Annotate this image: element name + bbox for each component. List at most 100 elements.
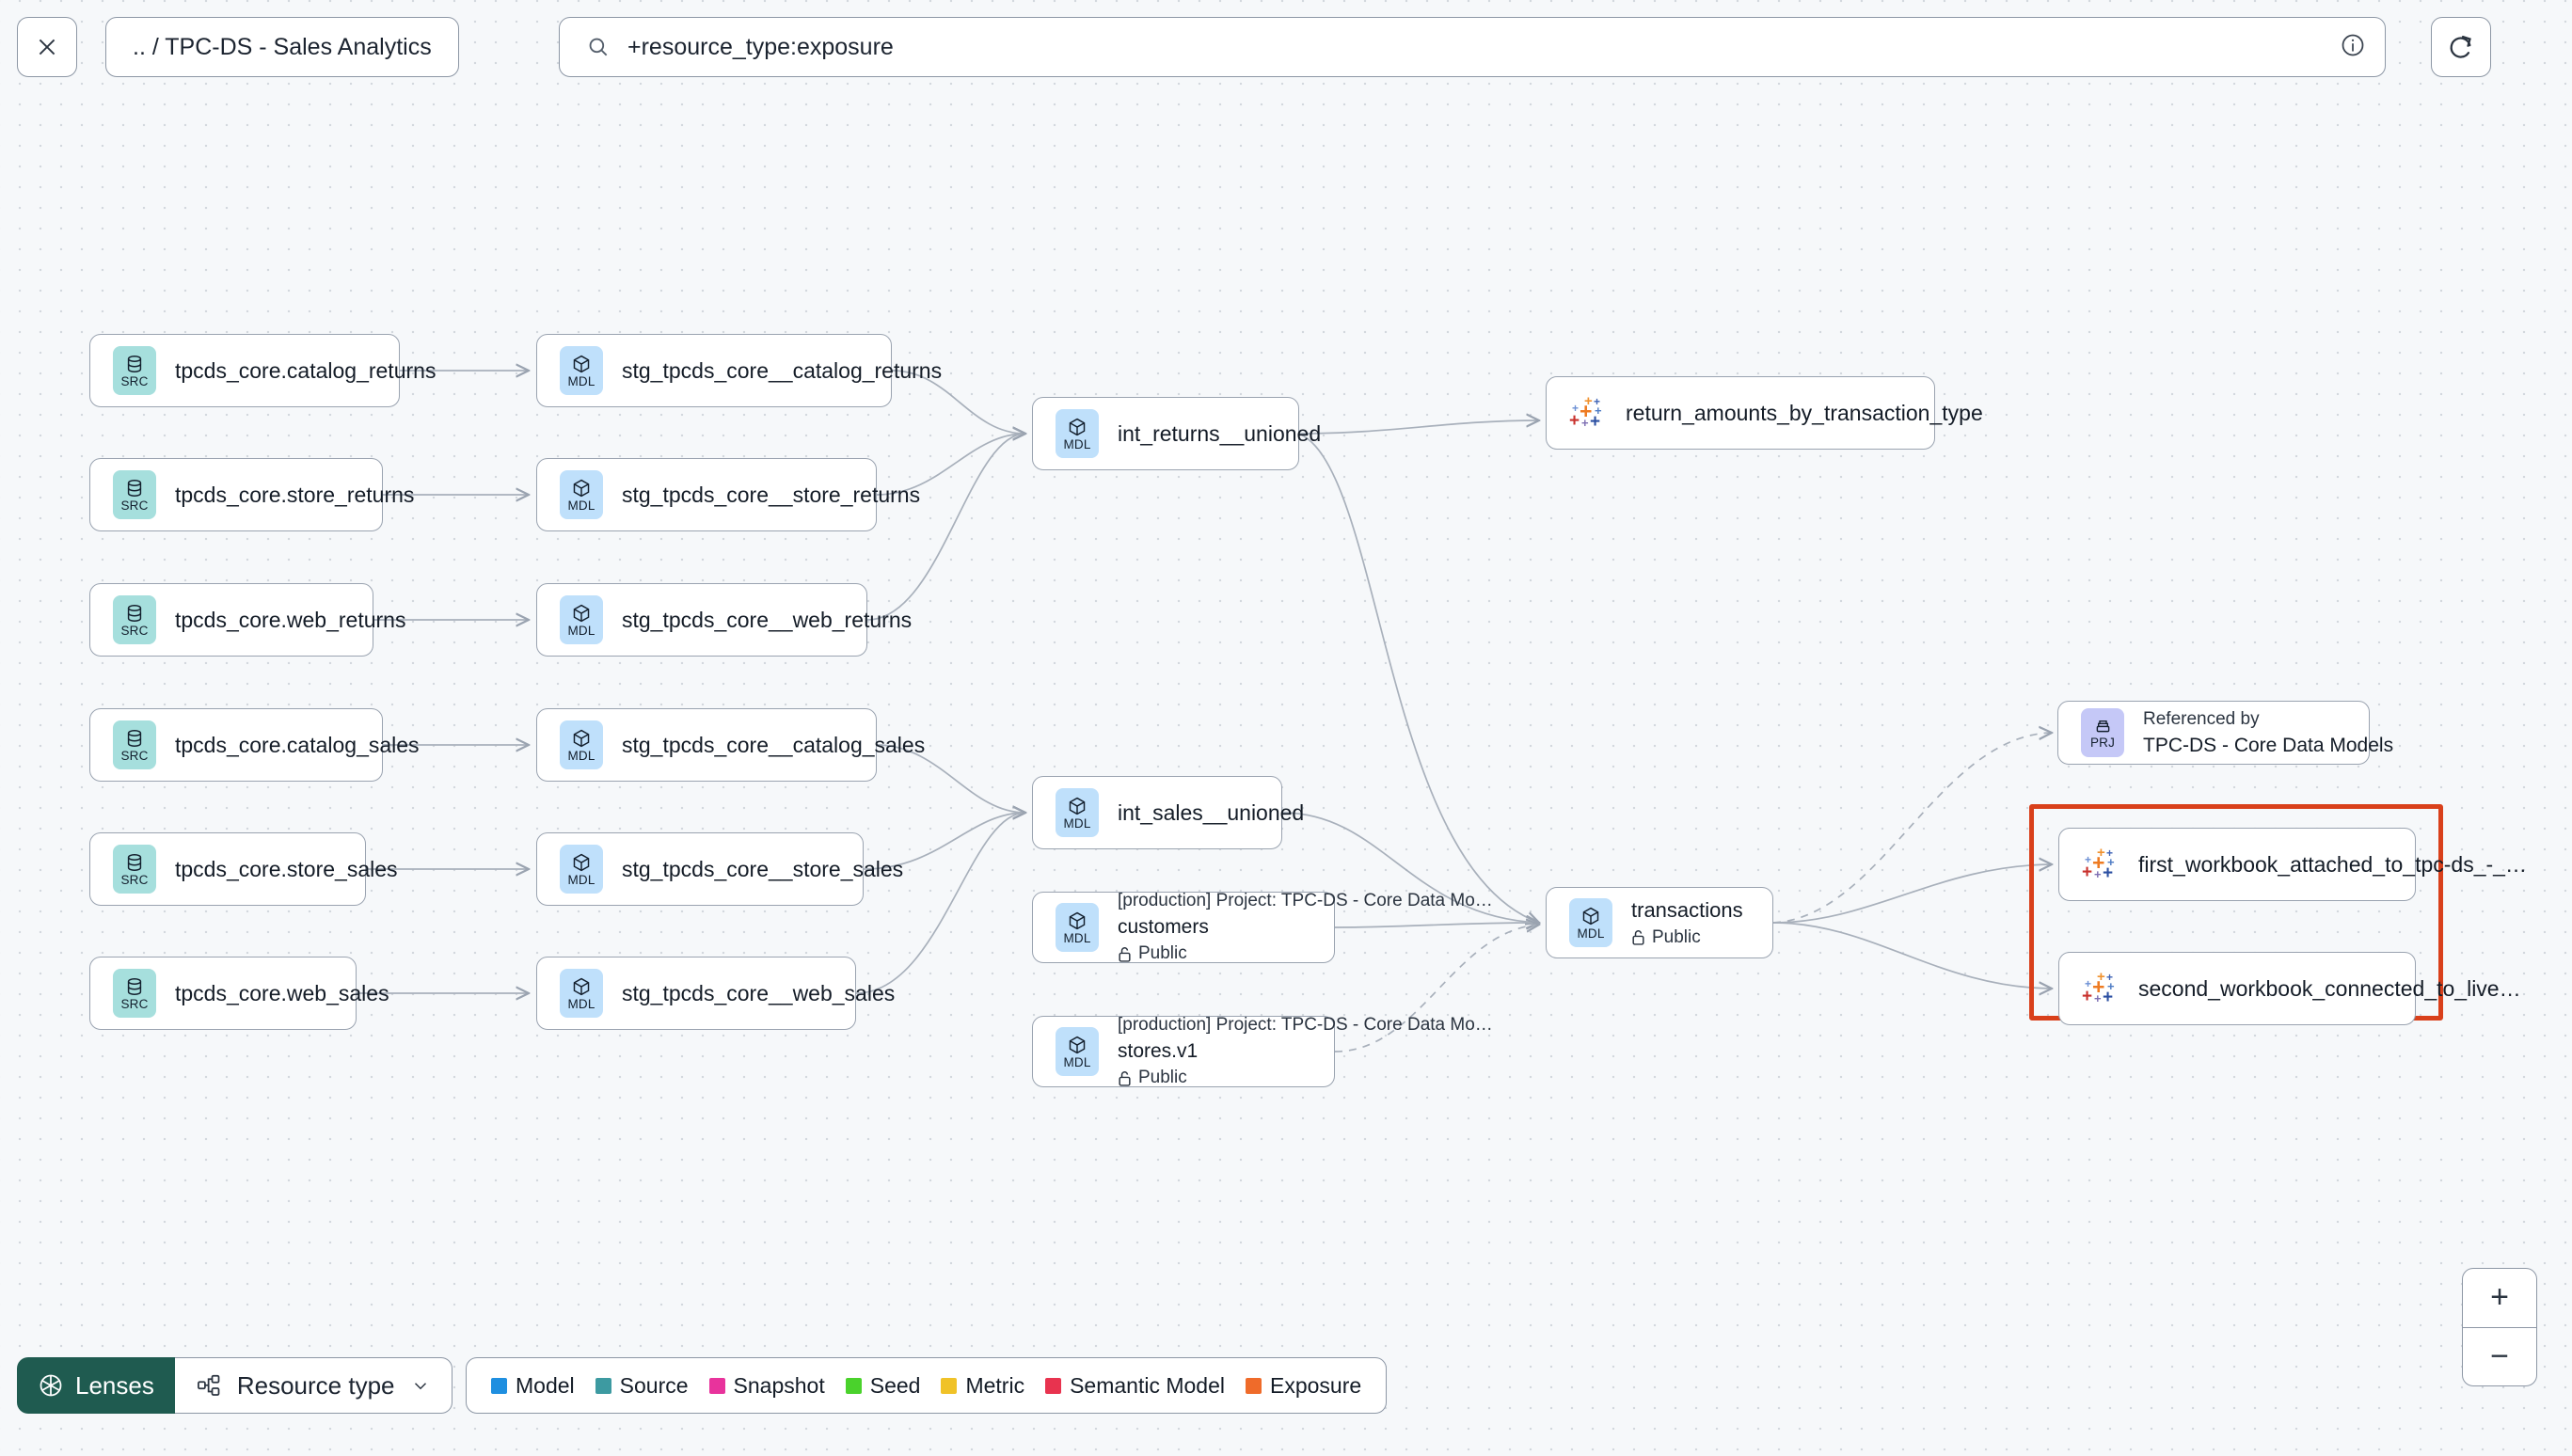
source-badge-icon: SRC [113, 346, 156, 395]
graph-node-stg-catalog-returns[interactable]: MDL stg_tpcds_core__catalog_returns [536, 334, 942, 407]
graph-node-src-web-sales[interactable]: SRC tpcds_core.web_sales [89, 957, 389, 1030]
graph-node-customers[interactable]: MDL [production] Project: TPC-DS - Core … [1032, 891, 1493, 963]
node-label: int_sales__unioned [1118, 799, 1305, 825]
legend-swatch [491, 1377, 507, 1394]
node-label: return_amounts_by_transaction_type [1626, 400, 1983, 425]
legend-swatch [708, 1377, 725, 1394]
legend-swatch [1045, 1377, 1062, 1394]
node-label: customers [1118, 916, 1209, 938]
badge-abbr: MDL [1577, 926, 1605, 941]
badge-abbr: MDL [567, 623, 595, 638]
referenced-by-label: Referenced by [2143, 708, 2260, 729]
source-badge-icon: SRC [113, 470, 156, 519]
node-visibility: Public [1631, 927, 1743, 948]
node-label: int_returns__unioned [1118, 420, 1322, 446]
zoom-in-button[interactable]: + [2463, 1269, 2536, 1328]
graph-node-second-workbook[interactable]: + + + + + + + + second_workbook_connecte… [2058, 952, 2521, 1025]
tableau-exposure-icon: + + + + + + + + [1569, 393, 1602, 432]
resource-type-dropdown[interactable]: Resource type [174, 1357, 452, 1414]
node-label: TPC-DS - Core Data Models [2143, 734, 2394, 756]
info-icon[interactable] [2340, 32, 2366, 63]
refresh-button[interactable] [2431, 17, 2491, 77]
badge-abbr: PRJ [2089, 736, 2116, 751]
node-label: tpcds_core.catalog_returns [175, 357, 437, 383]
graph-node-transactions[interactable]: MDL transactions Public [1546, 887, 1773, 958]
model-badge-icon: MDL [1056, 788, 1099, 837]
graph-node-stores-v1[interactable]: MDL [production] Project: TPC-DS - Core … [1032, 1015, 1493, 1087]
graph-node-int-sales-unioned[interactable]: MDL int_sales__unioned [1032, 776, 1304, 849]
node-label: tpcds_core.catalog_sales [175, 732, 420, 757]
node-label: stg_tpcds_core__web_returns [622, 607, 913, 632]
legend-item-model: Model [491, 1373, 575, 1399]
graph-node-src-web-returns[interactable]: SRC tpcds_core.web_returns [89, 583, 405, 657]
resource-type-label: Resource type [236, 1370, 395, 1400]
badge-abbr: SRC [120, 996, 149, 1011]
source-badge-icon: SRC [113, 720, 156, 769]
badge-abbr: SRC [120, 623, 149, 638]
lenses-button[interactable]: Lenses [17, 1357, 175, 1414]
top-toolbar: .. / TPC-DS - Sales Analytics +resource_… [0, 0, 2572, 111]
graph-node-int-returns-unioned[interactable]: MDL int_returns__unioned [1032, 397, 1321, 470]
close-button[interactable] [17, 17, 77, 77]
graph-node-referenced-by-project[interactable]: PRJ Referenced by TPC-DS - Core Data Mod… [2057, 701, 2393, 765]
legend-label: Seed [869, 1372, 921, 1398]
graph-node-stg-web-returns[interactable]: MDL stg_tpcds_core__web_returns [536, 583, 912, 657]
badge-abbr: MDL [567, 996, 595, 1011]
node-label: tpcds_core.store_sales [175, 856, 398, 881]
graph-node-src-catalog-returns[interactable]: SRC tpcds_core.catalog_returns [89, 334, 436, 407]
badge-abbr: SRC [120, 498, 149, 513]
node-label: tpcds_core.store_returns [175, 482, 415, 507]
badge-abbr: MDL [567, 748, 595, 763]
badge-abbr: MDL [567, 872, 595, 887]
model-badge-icon: MDL [1056, 409, 1099, 458]
search-icon [589, 38, 608, 56]
legend-swatch [941, 1377, 958, 1394]
breadcrumb[interactable]: .. / TPC-DS - Sales Analytics [105, 17, 459, 77]
node-label: first_workbook_attached_to_tpc-ds_-_… [2138, 851, 2527, 877]
tableau-exposure-icon: + + + + + + + + [2082, 845, 2115, 883]
node-visibility-label: Public [1138, 943, 1187, 963]
model-badge-icon: MDL [1056, 1027, 1099, 1076]
graph-node-first-workbook[interactable]: + + + + + + + + first_workbook_attached_… [2058, 828, 2527, 901]
zoom-out-button[interactable]: − [2490, 1337, 2509, 1374]
legend-item-semantic-model: Semantic Model [1045, 1373, 1225, 1399]
node-visibility: Public [1118, 1068, 1493, 1088]
nodes-icon [197, 1374, 220, 1396]
source-badge-icon: SRC [113, 845, 156, 894]
search-input[interactable]: +resource_type:exposure [559, 17, 2386, 77]
node-label: stores.v1 [1118, 1040, 1199, 1062]
node-label: transactions [1631, 897, 1743, 922]
node-text-block: transactions Public [1631, 898, 1743, 948]
badge-abbr: MDL [567, 498, 595, 513]
badge-abbr: MDL [1063, 436, 1091, 451]
unlock-icon [1119, 946, 1131, 962]
refresh-icon [2450, 36, 2471, 58]
legend-item-seed: Seed [845, 1372, 921, 1399]
badge-abbr: SRC [120, 748, 149, 763]
graph-node-stg-catalog-sales[interactable]: MDL stg_tpcds_core__catalog_sales [536, 708, 925, 782]
node-text-block: [production] Project: TPC-DS - Core Data… [1118, 1015, 1493, 1088]
graph-node-stg-store-sales[interactable]: MDL stg_tpcds_core__store_sales [536, 832, 903, 906]
legend: Model Source Snapshot Seed Metric Semant… [466, 1357, 1388, 1414]
node-visibility-label: Public [1652, 926, 1701, 947]
chevron-down-icon [414, 1383, 426, 1390]
bottom-toolbar: Lenses Resource type [17, 1357, 452, 1414]
node-label: stg_tpcds_core__catalog_sales [622, 732, 926, 757]
source-badge-icon: SRC [113, 969, 156, 1018]
legend-swatch [845, 1377, 862, 1394]
node-visibility: Public [1118, 943, 1493, 964]
model-badge-icon: MDL [560, 346, 603, 395]
graph-node-stg-store-returns[interactable]: MDL stg_tpcds_core__store_returns [536, 458, 920, 531]
graph-node-src-store-sales[interactable]: SRC tpcds_core.store_sales [89, 832, 398, 906]
badge-abbr: SRC [120, 373, 149, 388]
model-badge-icon: MDL [560, 470, 603, 519]
graph-node-stg-web-sales[interactable]: MDL stg_tpcds_core__web_sales [536, 957, 895, 1030]
legend-swatch [1246, 1377, 1262, 1394]
graph-node-return-amounts-by-transaction-type[interactable]: + + + + + + + + return_amounts_by_transa… [1546, 376, 1983, 450]
graph-node-src-catalog-sales[interactable]: SRC tpcds_core.catalog_sales [89, 708, 420, 782]
legend-item-exposure: Exposure [1246, 1373, 1361, 1399]
badge-abbr: MDL [1063, 930, 1091, 945]
graph-node-src-store-returns[interactable]: SRC tpcds_core.store_returns [89, 458, 414, 531]
lenses-label: Lenses [75, 1370, 154, 1400]
node-label: stg_tpcds_core__store_sales [622, 856, 904, 881]
